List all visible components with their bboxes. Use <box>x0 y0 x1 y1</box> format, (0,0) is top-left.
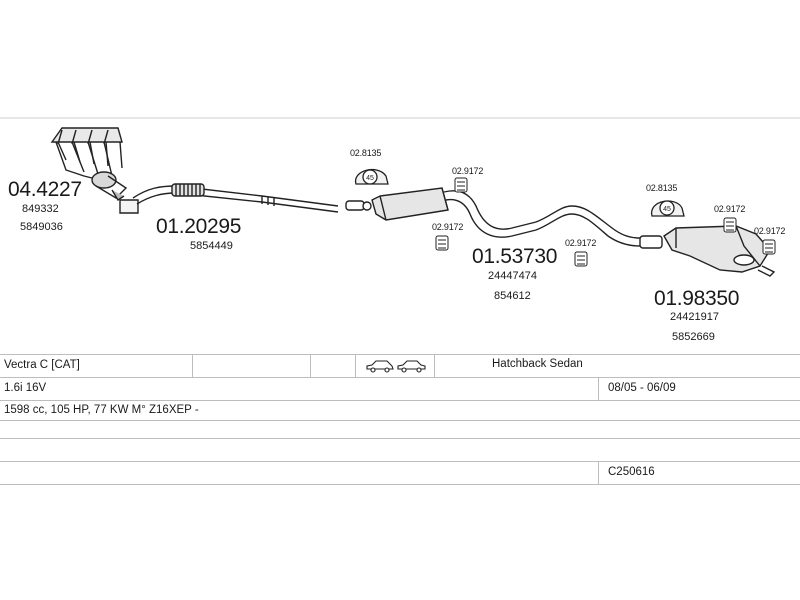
hanger-e-label: 02.9172 <box>754 226 786 236</box>
middle-silencer-ref-2: 854612 <box>494 290 531 302</box>
clamp-drawing-b: 45 <box>651 200 685 217</box>
sedan-icon <box>397 360 426 373</box>
clamp-b-value: 45 <box>663 206 671 213</box>
hanger-drawing-d <box>723 217 737 233</box>
exhaust-manifold-drawing <box>50 127 139 214</box>
model-cell: Vectra C [CAT] <box>4 359 80 371</box>
hanger-c-label: 02.9172 <box>565 238 597 248</box>
middle-silencer-ref-1: 24447474 <box>488 270 537 282</box>
code-cell: C250616 <box>608 466 655 478</box>
hatchback-icon <box>366 360 394 373</box>
rear-silencer-drawing <box>639 225 776 277</box>
middle-silencer-part-number: 01.53730 <box>472 245 558 268</box>
hanger-a-label: 02.9172 <box>452 166 484 176</box>
clamp-drawing-a: 45 <box>355 168 389 185</box>
front-pipe-ref-1: 5854449 <box>190 240 233 252</box>
manifold-ref-1: 849332 <box>22 203 59 215</box>
rear-silencer-part-number: 01.98350 <box>654 287 740 310</box>
engine-cell: 1.6i 16V <box>4 382 47 394</box>
hanger-d-label: 02.9172 <box>714 204 746 214</box>
hanger-b-label: 02.9172 <box>432 222 464 232</box>
body-type-cell: Hatchback Sedan <box>492 358 583 370</box>
hanger-drawing-c <box>574 251 588 267</box>
hanger-drawing-a <box>454 177 468 193</box>
manifold-part-number: 04.4227 <box>8 178 82 201</box>
rear-silencer-ref-1: 24421917 <box>670 311 719 323</box>
manifold-ref-2: 5849036 <box>20 221 63 233</box>
front-pipe-part-number: 01.20295 <box>156 215 242 238</box>
clamp-b-label: 02.8135 <box>646 183 678 193</box>
car-body-icons <box>366 360 426 373</box>
clamp-a-label: 02.8135 <box>350 148 382 158</box>
hanger-drawing-e <box>762 239 776 255</box>
front-pipe-drawing <box>132 183 339 213</box>
rear-silencer-ref-2: 5852669 <box>672 331 715 343</box>
hanger-drawing-b <box>435 235 449 251</box>
middle-silencer-drawing <box>345 187 641 247</box>
years-cell: 08/05 - 06/09 <box>608 382 676 394</box>
spec-cell: 1598 cc, 105 HP, 77 KW M° Z16XEP - <box>4 404 199 416</box>
clamp-a-value: 45 <box>366 175 374 182</box>
